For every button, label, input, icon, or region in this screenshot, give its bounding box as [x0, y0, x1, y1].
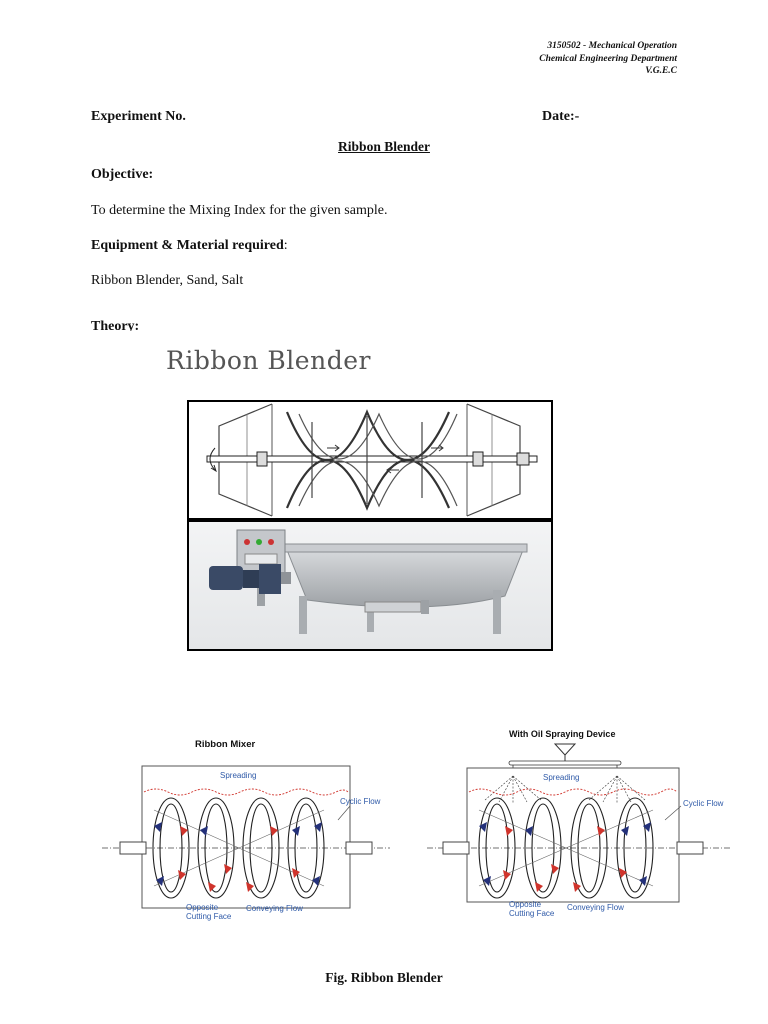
course-code: 3150502 - Mechanical Operation — [547, 41, 677, 51]
cyclic-flow-label-right: Cyclic Flow — [683, 799, 724, 808]
ribbon-mixer-diagram: Ribbon Mixer Spreading — [96, 730, 391, 930]
running-header: 3150502 - Mechanical Operation Chemical … — [539, 40, 677, 78]
ribbon-mixer-title: Ribbon Mixer — [195, 739, 255, 750]
spreading-label: Spreading — [220, 771, 256, 780]
opposite-label-right-line1: Opposite — [509, 900, 542, 909]
equipment-heading-colon: : — [283, 238, 288, 253]
objective-text: To determine the Mixing Index for the gi… — [91, 203, 388, 218]
opposite-label-right-line2: Cutting Face — [509, 909, 555, 918]
experiment-number-label: Experiment No. — [91, 109, 186, 124]
opposite-label-line1: Opposite — [186, 903, 219, 912]
ribbon-schematic — [187, 400, 553, 520]
equipment-heading-text: Equipment & Material required — [91, 238, 284, 253]
date-label: Date:- — [542, 109, 580, 124]
equipment-heading: Equipment & Material required: — [91, 238, 288, 254]
ribbon-mixer-drawing: Ribbon Mixer Spreading — [102, 739, 390, 921]
equipment-text: Ribbon Blender, Sand, Salt — [91, 273, 244, 288]
oil-spraying-mixer-diagram: With Oil Spraying Device Spreading — [425, 722, 735, 928]
department-name: Chemical Engineering Department — [539, 53, 677, 64]
opposite-label-line2: Cutting Face — [186, 912, 232, 921]
spreading-label-right: Spreading — [543, 773, 579, 782]
oil-spraying-mixer-drawing: With Oil Spraying Device Spreading — [427, 729, 731, 918]
objective-heading: Objective: — [91, 167, 154, 182]
college-name: V.G.E.C — [645, 66, 677, 76]
conveying-flow-label-right: Conveying Flow — [567, 903, 624, 912]
figure-caption: Fig. Ribbon Blender — [325, 970, 443, 985]
oil-spraying-title: With Oil Spraying Device — [509, 729, 615, 739]
ribbon-blender-machine-image — [187, 520, 553, 651]
page-title: Ribbon Blender — [338, 139, 430, 154]
theory-heading: Theory: — [91, 319, 140, 331]
figure-heading: Ribbon Blender — [166, 346, 371, 375]
cyclic-flow-label: Cyclic Flow — [340, 797, 381, 806]
conveying-flow-label: Conveying Flow — [246, 904, 303, 913]
ribbon-schematic-drawing — [187, 400, 553, 520]
machine-drawing — [187, 520, 553, 651]
